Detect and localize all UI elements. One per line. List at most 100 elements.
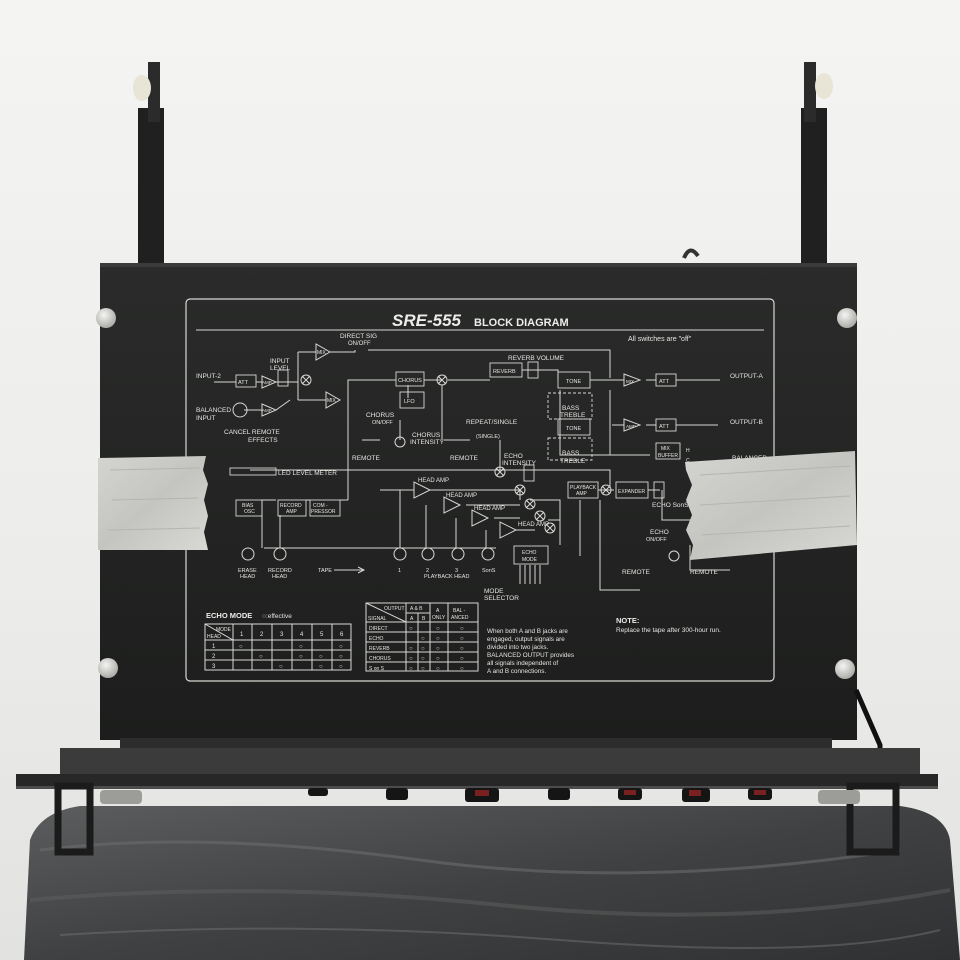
svg-text:TREBLE: TREBLE	[560, 458, 586, 465]
svg-text:ON/OFF: ON/OFF	[348, 341, 371, 347]
echo-mode-cell: ○	[299, 644, 303, 650]
echo-mode-column: 6	[340, 632, 344, 638]
output-signal-name: ECHO	[369, 636, 384, 642]
svg-text:DIRECT SIG: DIRECT SIG	[340, 333, 377, 340]
jacks-note-line: engaged, output signals are	[487, 636, 565, 643]
jacks-note-line: all signals independent of	[487, 660, 558, 667]
tape-heads	[241, 436, 680, 562]
svg-text:BUFFER: BUFFER	[658, 453, 678, 459]
svg-text:REMOTE: REMOTE	[622, 569, 650, 576]
svg-text:ONLY: ONLY	[432, 615, 446, 621]
rack-handles	[133, 62, 833, 268]
output-signal-cell: ○	[460, 646, 464, 652]
output-signal-table: OUTPUT SIGNAL A & B A B A ONLY BAL - ANC…	[365, 602, 479, 672]
svg-text:TAPE: TAPE	[318, 568, 332, 574]
svg-text:PLAYBACK: PLAYBACK	[570, 485, 597, 491]
svg-text:MIX: MIX	[626, 379, 634, 384]
tape-right	[685, 451, 857, 560]
svg-text:BALANCED: BALANCED	[196, 407, 231, 414]
output-signal-cell: ○	[421, 656, 425, 662]
svg-text:OSC: OSC	[244, 509, 255, 515]
svg-text:RECORD: RECORD	[280, 503, 302, 509]
output-signal-cell: ○	[421, 666, 425, 672]
model-name: SRE-555	[392, 311, 462, 330]
svg-text:A: A	[436, 608, 440, 614]
svg-text:AMP: AMP	[286, 509, 298, 515]
echo-mode-column: 4	[300, 632, 304, 638]
svg-text:3: 3	[455, 568, 458, 574]
svg-text:2: 2	[426, 568, 429, 574]
svg-text:MODE: MODE	[522, 557, 538, 563]
svg-text:INTENSITY: INTENSITY	[502, 460, 537, 467]
jacks-note-line: A and B connections.	[487, 668, 546, 675]
svg-text:INPUT-2: INPUT-2	[196, 373, 221, 380]
diagram-wiring	[214, 349, 730, 591]
output-signal-cell: ○	[460, 626, 464, 632]
svg-text:MODE: MODE	[216, 627, 232, 633]
svg-text:HEAD: HEAD	[272, 574, 287, 580]
note-title: NOTE:	[616, 616, 639, 625]
svg-text:CANCEL REMOTE: CANCEL REMOTE	[224, 429, 280, 436]
svg-text:ATT: ATT	[659, 424, 670, 430]
svg-text:A: A	[410, 616, 414, 622]
svg-text:CHORUS: CHORUS	[412, 432, 441, 439]
svg-text:REPEAT/SINGLE: REPEAT/SINGLE	[466, 419, 518, 426]
svg-text:HEAD: HEAD	[240, 574, 255, 580]
output-signal-cell: ○	[421, 646, 425, 652]
output-signal-cell: ○	[436, 656, 440, 662]
svg-text:HEAD: HEAD	[207, 634, 221, 640]
svg-text:TONE: TONE	[566, 426, 582, 432]
output-signal-name: REVERB	[369, 646, 390, 652]
svg-text:AMP: AMP	[262, 380, 272, 385]
svg-text:INPUT: INPUT	[270, 358, 290, 365]
output-signal-cell: ○	[460, 666, 464, 672]
svg-text:OUTPUT-B: OUTPUT-B	[730, 419, 763, 426]
svg-text:CHORUS: CHORUS	[366, 412, 395, 419]
svg-text:AMP: AMP	[626, 424, 636, 429]
svg-text:LFO: LFO	[404, 399, 415, 405]
tape-left	[98, 456, 208, 550]
echo-mode-head: 1	[212, 644, 216, 650]
svg-text:(SINGLE): (SINGLE)	[476, 434, 500, 440]
svg-text:○:effective: ○:effective	[262, 613, 292, 620]
base-rail	[16, 748, 938, 856]
svg-text:H: H	[686, 448, 690, 454]
svg-text:BASS: BASS	[562, 450, 580, 457]
echo-mode-cell: ○	[339, 664, 343, 670]
svg-text:TREBLE: TREBLE	[560, 412, 586, 419]
stone-block	[24, 806, 960, 960]
svg-text:REMOTE: REMOTE	[450, 455, 478, 462]
svg-text:OUTPUT-A: OUTPUT-A	[730, 373, 764, 380]
svg-text:HEAD AMP: HEAD AMP	[474, 506, 505, 512]
svg-text:EXPANDER: EXPANDER	[618, 489, 646, 495]
jacks-note-line: BALANCED OUTPUT provides	[487, 652, 574, 659]
svg-text:B: B	[422, 616, 426, 622]
svg-text:REMOTE: REMOTE	[352, 455, 380, 462]
svg-text:REVERB: REVERB	[493, 369, 516, 375]
output-signal-cell: ○	[409, 626, 413, 632]
svg-text:BIAS: BIAS	[242, 503, 254, 509]
switch-note: All switches are "off"	[628, 336, 692, 343]
svg-text:MIX: MIX	[327, 398, 337, 404]
svg-text:ON/OFF: ON/OFF	[646, 537, 667, 543]
diagram-labels: DIRECT SIG ON/OFF MIX INPUT LEVEL INPUT-…	[196, 333, 767, 602]
echo-mode-cell: ○	[339, 654, 343, 660]
svg-text:AMP: AMP	[576, 491, 588, 497]
svg-text:COM -: COM -	[313, 503, 328, 509]
svg-text:REMOTE: REMOTE	[690, 569, 718, 576]
svg-text:TONE: TONE	[566, 379, 582, 385]
svg-text:ECHO SonS: ECHO SonS	[652, 502, 689, 509]
output-signal-cell: ○	[436, 636, 440, 642]
echo-mode-head: 3	[212, 664, 216, 670]
svg-text:RECORD: RECORD	[268, 568, 292, 574]
svg-text:SIGNAL: SIGNAL	[368, 616, 387, 622]
diagram-title: BLOCK DIAGRAM	[474, 317, 569, 329]
svg-text:BASS: BASS	[562, 405, 580, 412]
echo-mode-cell: ○	[339, 644, 343, 650]
svg-text:ECHO: ECHO	[650, 529, 669, 536]
svg-text:INPUT: INPUT	[196, 415, 216, 422]
svg-text:ECHO MODE: ECHO MODE	[206, 611, 252, 620]
